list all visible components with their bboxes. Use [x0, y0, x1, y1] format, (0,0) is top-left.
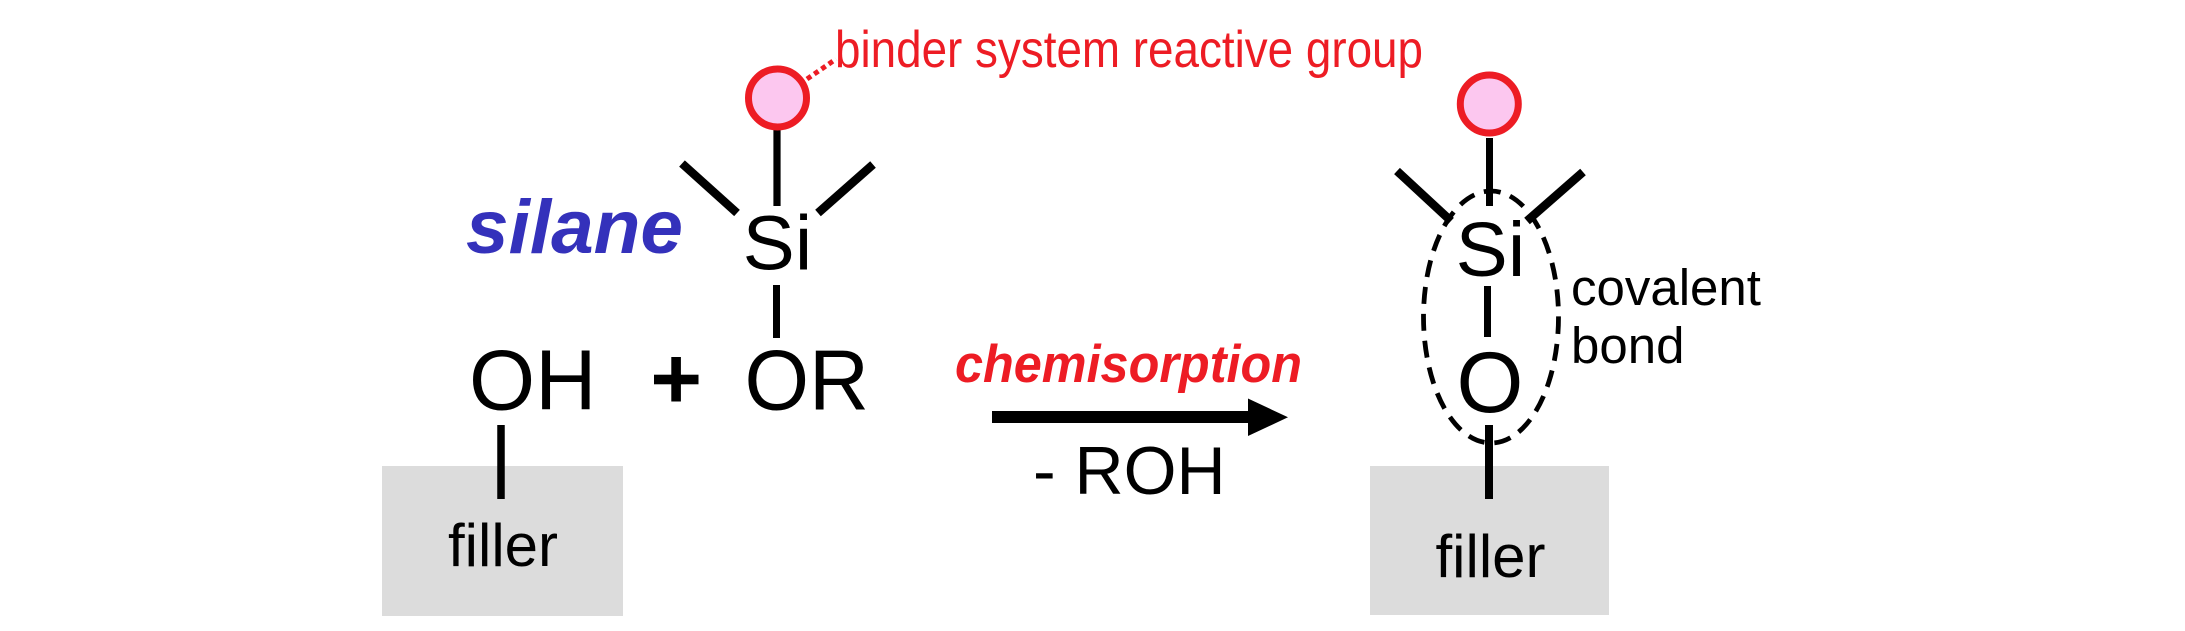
svg-text:binder system reactive group: binder system reactive group [835, 21, 1423, 79]
svg-text:filler: filler [448, 512, 558, 579]
svg-text:O: O [1457, 335, 1524, 431]
svg-text:filler: filler [1435, 523, 1545, 590]
svg-text:OH: OH [469, 334, 597, 429]
svg-text:covalent: covalent [1571, 259, 1761, 316]
svg-text:Si: Si [743, 201, 813, 287]
svg-text:silane: silane [466, 185, 683, 270]
svg-text:OR: OR [745, 334, 870, 429]
svg-text:- ROH: - ROH [1033, 433, 1226, 509]
svg-text:Si: Si [1456, 207, 1526, 293]
svg-text:chemisorption: chemisorption [955, 335, 1302, 394]
svg-text:bond: bond [1571, 317, 1684, 374]
